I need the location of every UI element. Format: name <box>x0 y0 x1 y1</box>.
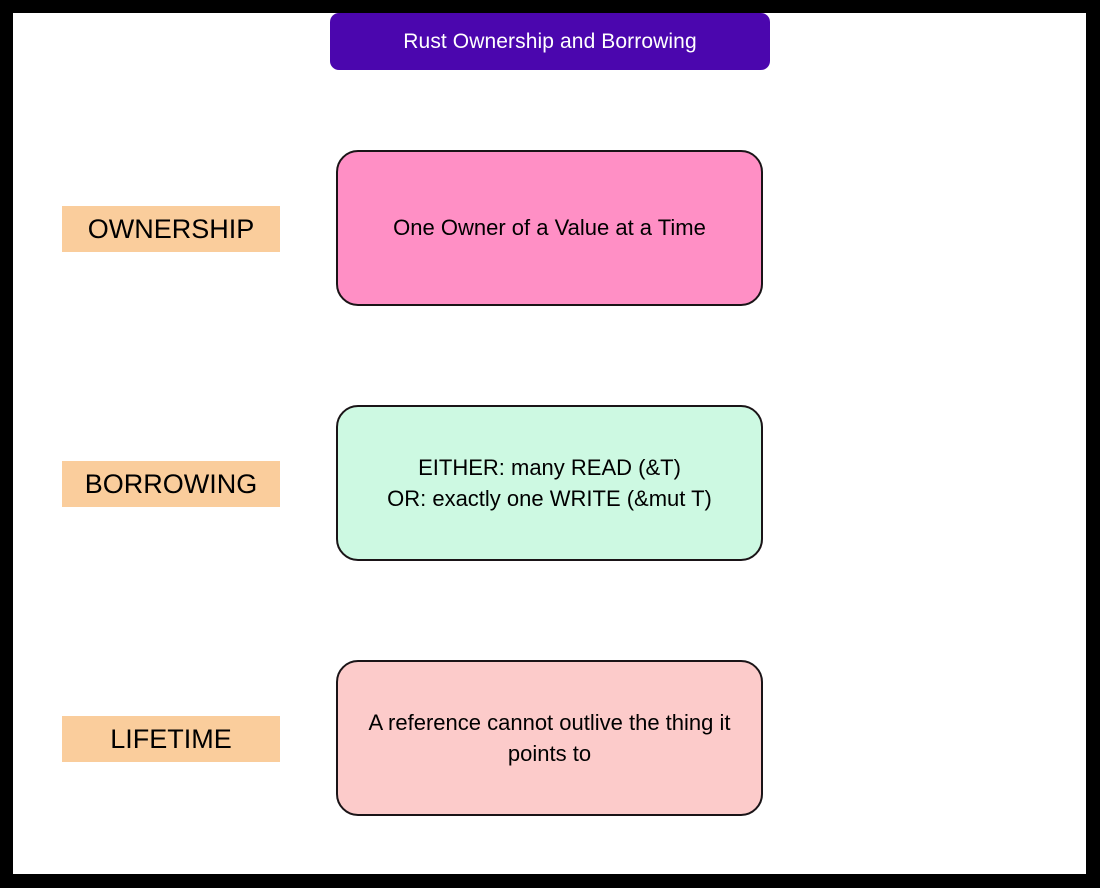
slide-canvas: OWNERSHIP One Owner of a Value at a Time… <box>13 13 1086 874</box>
category-label-borrowing: BORROWING <box>62 461 280 507</box>
category-label-ownership: OWNERSHIP <box>62 206 280 252</box>
category-label-text: BORROWING <box>84 468 258 499</box>
concept-box-text: A reference cannot outlive the thing it … <box>368 709 731 766</box>
slide-title-text: Rust Ownership and Borrowing <box>403 29 697 53</box>
concept-box-text: EITHER: many READ (&T) OR: exactly one W… <box>387 454 712 511</box>
concept-row-ownership: OWNERSHIP One Owner of a Value at a Time <box>13 138 1086 306</box>
slide-title-banner: Rust Ownership and Borrowing <box>330 13 770 70</box>
category-label-text: OWNERSHIP <box>87 213 255 244</box>
concept-box-lifetime: A reference cannot outlive the thing it … <box>336 660 763 816</box>
concept-box-ownership: One Owner of a Value at a Time <box>336 150 763 306</box>
concept-box-text: One Owner of a Value at a Time <box>393 215 706 241</box>
concept-row-lifetime: LIFETIME A reference cannot outlive the … <box>13 648 1086 816</box>
category-label-lifetime: LIFETIME <box>62 716 280 762</box>
category-label-text: LIFETIME <box>110 723 232 754</box>
concept-row-borrowing: BORROWING EITHER: many READ (&T) OR: exa… <box>13 393 1086 561</box>
concept-box-borrowing: EITHER: many READ (&T) OR: exactly one W… <box>336 405 763 561</box>
